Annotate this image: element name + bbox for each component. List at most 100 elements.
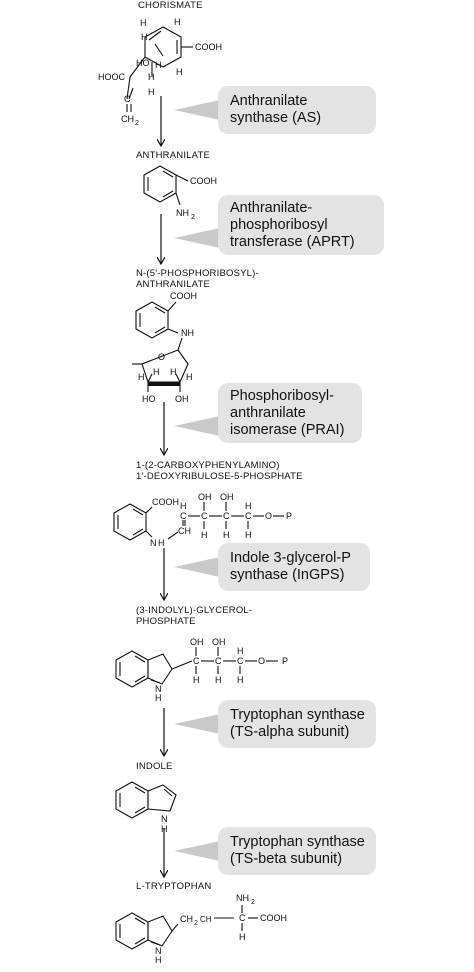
enzyme-pointer-aprt [174,228,220,248]
atom: H [155,955,162,965]
atom: H [155,693,162,703]
enzyme-box-ts-beta: Tryptophan synthase (TS-beta subunit) [218,827,376,875]
atom: H [237,675,244,685]
atom: COOH [152,497,179,507]
atoms-indole: N H [161,814,168,834]
compound-label-pra-line1: N-(5'-PHOSPHORIBOSYL)- [136,268,259,279]
atom: OH [190,637,204,647]
atoms-tryptophan: CH CH 2 NH 2 C H COOH N H [155,893,287,965]
atom: CH [121,114,134,124]
atom: OH [220,492,234,502]
atoms-cdrp: COOH C H CH N H OH OH C C C H H H H O P [150,492,292,548]
structure-cdrp [113,502,284,541]
atom: OH [212,637,226,647]
enzyme-box-ts-alpha: Tryptophan synthase (TS-alpha subunit) [218,700,376,748]
compound-label-tryptophan: L-TRYPTOPHAN [136,881,212,892]
compound-label-cdrp-line1: 1-(2-CARBOXYPHENYLAMINO) [136,460,280,471]
atom: H [174,17,181,27]
enzyme-label-prai: Phosphoribosyl- anthranilate isomerase (… [230,387,345,438]
atom: H [237,646,244,656]
ribose-wedge [148,382,180,386]
atom: C [223,511,230,521]
atom: C [180,511,187,521]
reaction-arrows [161,96,164,876]
atom: H [223,530,230,540]
atom: 2 [251,899,255,906]
compound-label-cdrp-line2: 1'-DEOXYRIBULOSE-5-PHOSPHATE [136,471,303,482]
enzyme-box-as: Anthranilate synthase (AS) [218,86,376,134]
atom: COOH [260,913,287,923]
atom: H [193,675,200,685]
atom: CH [180,914,193,924]
atom: NH [181,328,194,338]
atom: C [124,94,131,104]
compound-label-indole: INDOLE [136,761,173,772]
atom: 2 [135,120,139,127]
atom: H [153,367,160,377]
atom: N [155,946,162,956]
structure-pr-anthranilate [132,301,189,392]
atom: O [258,656,265,666]
enzyme-pointer-prai [174,416,220,436]
structure-indole [115,781,177,819]
compound-label-anthranilate: ANTHRANILATE [136,150,211,161]
structure-anthranilate [143,165,189,206]
atoms-chorismate: H H H COOH HO H H H HOOC C CH 2 H [98,17,222,127]
atom: COOH [170,291,197,301]
enzyme-pointer-ts-alpha [174,714,220,734]
compound-label-chorismate: CHORISMATE [138,0,203,11]
atom: CH [178,526,191,536]
enzyme-label-ts-alpha: Tryptophan synthase (TS-alpha subunit) [230,707,365,740]
enzyme-label-aprt: Anthranilate- phosphoribosyl transferase… [230,199,355,250]
atoms-igp: OH OH C C C H H H H O P N H [155,637,288,703]
atom: H [186,372,193,382]
atom: P [282,656,288,666]
atom: C [245,511,252,521]
enzyme-box-aprt: Anthranilate- phosphoribosyl transferase… [218,195,384,255]
atom: H [138,372,145,382]
atom: H [245,501,252,511]
structure-igp [115,647,278,688]
atom: H [176,67,183,77]
atom: O [265,511,272,521]
atom: COOH [190,176,217,186]
atom: COOH [195,42,222,52]
atom: 2 [191,214,195,221]
atom: P [286,511,292,521]
atom: O [158,352,165,362]
atoms-anthranilate: COOH NH 2 [176,176,217,221]
structure-tryptophan [115,905,258,950]
structure-chorismate [126,26,193,112]
atom: H [148,72,155,82]
atom: N [150,538,157,548]
enzyme-pointer-ts-beta [174,841,220,861]
enzyme-label-ts-beta: Tryptophan synthase (TS-beta subunit) [230,834,365,867]
atom: HO [142,394,156,404]
atom: H [215,675,222,685]
atom: H [245,530,252,540]
atom: H [140,18,147,28]
enzyme-box-prai: Phosphoribosyl- anthranilate isomerase (… [218,383,362,443]
atom: H [158,538,165,548]
atom: CH [200,915,212,924]
atom: H [239,932,246,942]
atom: H [148,87,155,97]
enzyme-label-ingps: Indole 3-glycerol-P synthase (InGPS) [230,550,351,583]
atom: H [161,824,168,834]
atom: 2 [194,920,198,927]
atom: H [141,32,148,42]
atom: C [201,511,208,521]
atom: C [215,656,222,666]
enzyme-box-ingps: Indole 3-glycerol-P synthase (InGPS) [218,543,370,591]
atom: N [155,684,162,694]
enzyme-label-as: Anthranilate synthase (AS) [230,93,322,126]
atom: C [193,656,200,666]
atom: NH [176,208,189,218]
enzyme-pointer-as [174,100,220,120]
compound-label-igp-line1: (3-INDOLYL)-GLYCEROL- [136,605,253,616]
atom: OH [175,394,189,404]
atom: C [239,913,246,923]
atom: NH [236,893,249,903]
atom: H [180,501,187,511]
